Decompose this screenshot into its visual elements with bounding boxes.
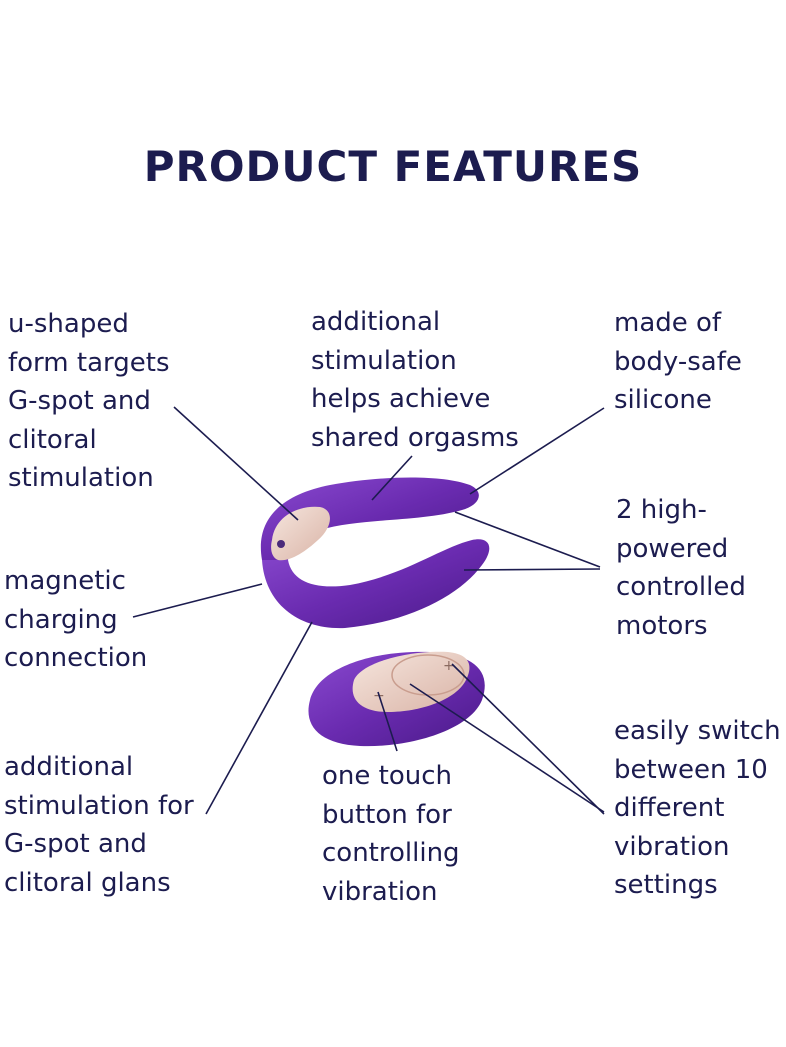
callout-line-motor-2 xyxy=(463,568,601,571)
callout-lines xyxy=(132,406,605,815)
feature-high-powered-motors: 2 high- powered controlled motors xyxy=(616,495,746,641)
device-magnetic-dot xyxy=(277,540,285,548)
remote-button-panel xyxy=(352,651,470,712)
device-lower-arm xyxy=(262,539,490,629)
callout-line-silicone xyxy=(469,407,605,495)
callout-line-magnetic xyxy=(132,583,263,618)
feature-shared-orgasms: additional stimulation helps achieve sha… xyxy=(311,307,519,453)
device-charging-pad xyxy=(271,506,330,561)
callout-line-ushape xyxy=(173,406,299,521)
remote-plus-icon: + xyxy=(443,658,455,674)
device-upper-arm xyxy=(260,477,479,560)
callout-line-switch-1 xyxy=(409,683,605,813)
feature-vibration-settings: easily switch between 10 different vibra… xyxy=(614,716,781,900)
feature-gspot-clitoral-glans: additional stimulation for G-spot and cl… xyxy=(4,752,194,898)
page-title: PRODUCT FEATURES xyxy=(143,142,643,191)
callout-line-onetouch xyxy=(377,691,398,752)
feature-ushaped-form: u-shaped form targets G-spot and clitora… xyxy=(8,309,170,493)
callout-line-shared xyxy=(371,455,413,501)
feature-body-safe-silicone: made of body-safe silicone xyxy=(614,308,742,415)
feature-one-touch-button: one touch button for controlling vibrati… xyxy=(322,761,460,907)
callout-line-motor-1 xyxy=(454,511,601,568)
feature-magnetic-charging: magnetic charging connection xyxy=(4,566,148,673)
callout-line-gspot xyxy=(205,621,313,815)
callout-line-switch-2 xyxy=(451,663,605,815)
